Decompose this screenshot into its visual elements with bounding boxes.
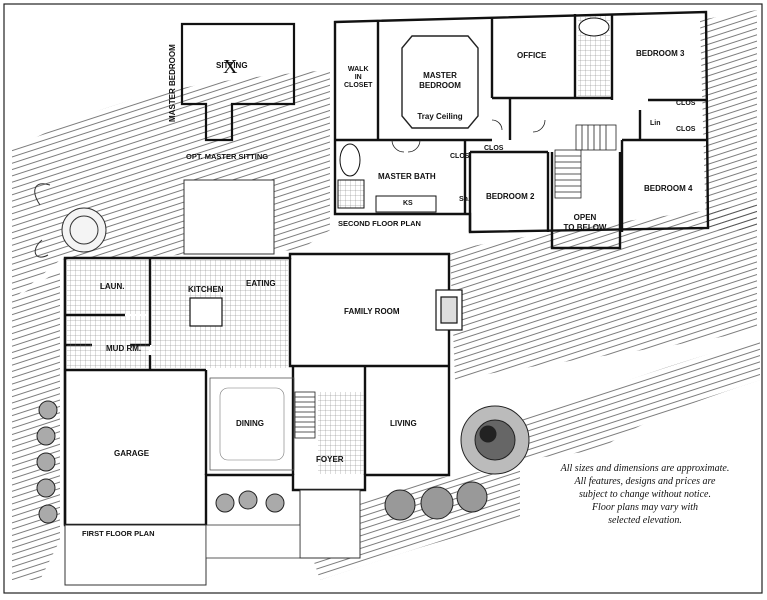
closet-label-3: CLOS bbox=[676, 100, 696, 107]
rear-deck bbox=[183, 179, 275, 255]
master-bedroom-side-label: MASTER BEDROOM bbox=[168, 44, 177, 122]
walk-in-closet-label: WALK IN CLOSET bbox=[344, 66, 373, 89]
opt-master-sitting-caption: OPT. MASTER SITTING bbox=[186, 152, 269, 161]
office-label: OFFICE bbox=[517, 51, 547, 60]
mud-room-label: MUD RM. bbox=[106, 344, 142, 353]
disclaimer-note: All sizes and dimensions are approximate… bbox=[560, 463, 730, 526]
door-swings bbox=[391, 119, 546, 153]
closet-label-4: CLOS bbox=[676, 126, 696, 133]
ks-label: KS bbox=[403, 200, 413, 207]
kitchen-island bbox=[189, 297, 223, 327]
master-bath-label: MASTER BATH bbox=[378, 172, 436, 181]
bedroom-3-label: BEDROOM 3 bbox=[636, 49, 685, 58]
closet-label-1: CLOS bbox=[450, 153, 470, 160]
sitting-room-label: SITTING bbox=[216, 61, 248, 70]
foyer-tile-floor bbox=[318, 392, 364, 474]
shelf-label: Sh. bbox=[459, 196, 470, 203]
mudroom-tile-floor bbox=[67, 316, 149, 368]
eating-label: EATING bbox=[246, 279, 276, 288]
laundry-tile-floor bbox=[67, 260, 149, 314]
closet-label-2: CLOS bbox=[484, 145, 504, 152]
master-tub bbox=[339, 143, 361, 177]
page-frame bbox=[3, 3, 763, 594]
garage-label: GARAGE bbox=[114, 449, 150, 458]
master-bedroom-label: MASTER BEDROOM bbox=[419, 71, 461, 90]
second-floor-walls bbox=[333, 10, 710, 250]
walk-strip bbox=[205, 524, 301, 559]
kitchen-label: KITCHEN bbox=[188, 285, 224, 294]
second-floor-stairs bbox=[554, 124, 617, 199]
bath-tub bbox=[578, 17, 610, 37]
living-label: LIVING bbox=[390, 419, 417, 428]
bedroom-4-label: BEDROOM 4 bbox=[644, 184, 693, 193]
family-room-label: FAMILY ROOM bbox=[344, 307, 400, 316]
dining-label: DINING bbox=[236, 419, 264, 428]
tree-icon bbox=[34, 183, 107, 258]
tray-ceiling-label: Tray Ceiling bbox=[417, 112, 463, 121]
first-floor-walls bbox=[63, 252, 451, 527]
vanity bbox=[375, 195, 437, 213]
dining-rug bbox=[209, 377, 295, 471]
tray-ceiling-outline bbox=[401, 35, 479, 129]
first-floor-plan-title: FIRST FLOOR PLAN bbox=[82, 529, 155, 538]
master-shower bbox=[337, 179, 365, 209]
driveway bbox=[64, 524, 207, 586]
second-floor-plan-title: SECOND FLOOR PLAN bbox=[338, 219, 421, 228]
open-to-below-label: OPEN TO BELOW bbox=[563, 213, 607, 232]
laundry-label: LAUN. bbox=[100, 282, 125, 291]
strike-mark: X bbox=[223, 56, 238, 78]
shrub-group-left bbox=[36, 400, 285, 524]
bedroom-2-label: BEDROOM 2 bbox=[486, 192, 535, 201]
first-floor-stairs bbox=[294, 391, 316, 439]
opt-sitting-walls bbox=[180, 22, 296, 142]
fireplace-icon bbox=[435, 289, 463, 331]
dining-rug-inner bbox=[219, 387, 285, 461]
front-walk bbox=[299, 489, 361, 559]
shrub-group bbox=[384, 405, 530, 521]
foyer-label: FOYER bbox=[316, 455, 344, 464]
linen-label: Lin bbox=[650, 120, 661, 127]
